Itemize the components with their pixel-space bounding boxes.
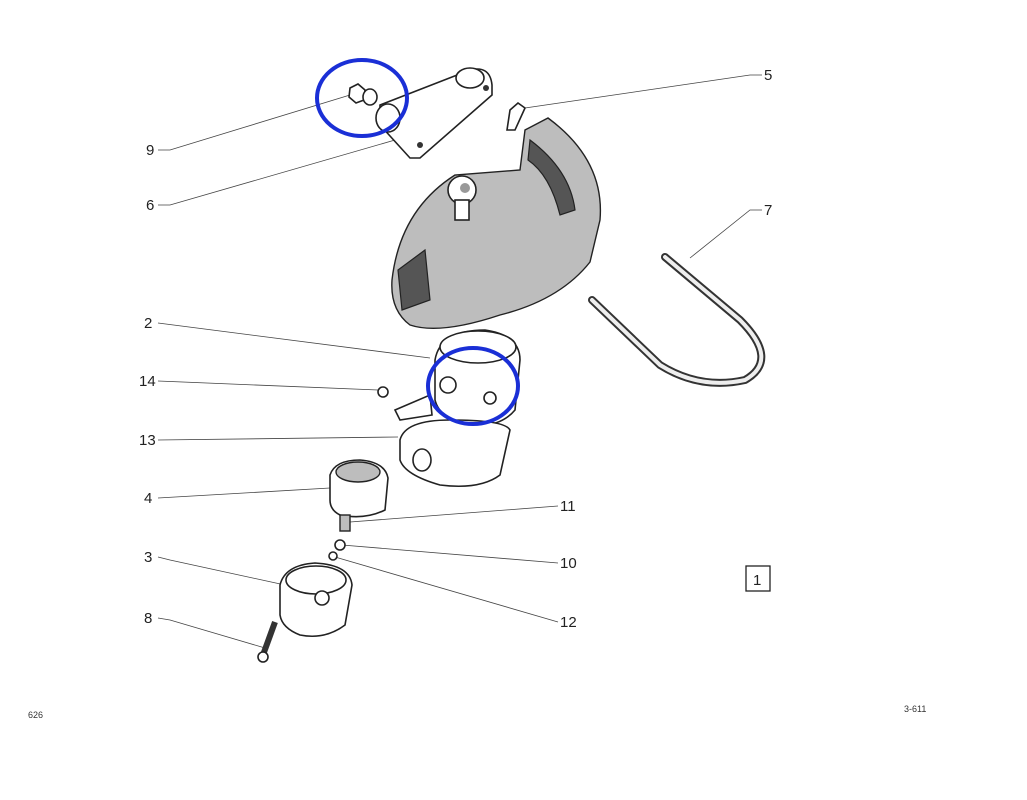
callout-9: 9 — [146, 142, 154, 159]
coupling-head-part — [391, 117, 602, 329]
callout-labels: 5 9 6 7 2 14 13 4 11 10 3 12 8 — [139, 67, 772, 631]
leader-12 — [334, 556, 559, 623]
page-number-left: 626 — [28, 710, 43, 720]
leader-3 — [157, 556, 286, 586]
leader-7 — [689, 209, 762, 259]
callout-6: 6 — [146, 197, 154, 214]
bracket-part — [375, 67, 493, 159]
washer-part — [506, 101, 527, 131]
callout-5: 5 — [764, 67, 772, 84]
callout-8: 8 — [144, 610, 152, 627]
page-number-right: 3-611 — [904, 704, 926, 714]
leader-9 — [158, 94, 351, 151]
pin-part — [334, 539, 346, 551]
figure-number-box — [745, 565, 771, 592]
callout-12: 12 — [560, 614, 577, 631]
callout-14: 14 — [139, 373, 156, 390]
callout-11: 11 — [560, 498, 576, 515]
highlight-circle-ring — [426, 346, 520, 426]
spring-part — [339, 514, 351, 532]
cylinder-part — [329, 459, 389, 518]
callout-2: 2 — [144, 315, 152, 332]
callout-10: 10 — [560, 555, 577, 572]
leader-4 — [157, 487, 331, 499]
leader-11 — [349, 505, 559, 523]
leader-5 — [524, 74, 762, 109]
sleeve-part — [399, 419, 511, 488]
callout-3: 3 — [144, 549, 152, 566]
u-bolt-part — [588, 253, 766, 387]
callout-7: 7 — [764, 202, 772, 219]
ring-part — [393, 329, 521, 427]
bolt-part — [260, 620, 278, 657]
figure-number: 1 — [753, 572, 761, 589]
screw-part — [377, 386, 389, 398]
leader-lines — [157, 74, 762, 649]
highlight-circle-nut — [315, 58, 409, 138]
leader-14 — [157, 380, 379, 391]
leader-13 — [157, 436, 399, 441]
leader-8 — [157, 617, 266, 649]
leader-6 — [158, 139, 396, 206]
leader-10 — [341, 544, 559, 564]
ball-part — [328, 551, 338, 561]
housing-part — [279, 562, 353, 638]
callout-13: 13 — [139, 432, 156, 449]
nut-part — [348, 83, 378, 106]
callout-4: 4 — [144, 490, 152, 507]
leader-2 — [157, 322, 431, 359]
